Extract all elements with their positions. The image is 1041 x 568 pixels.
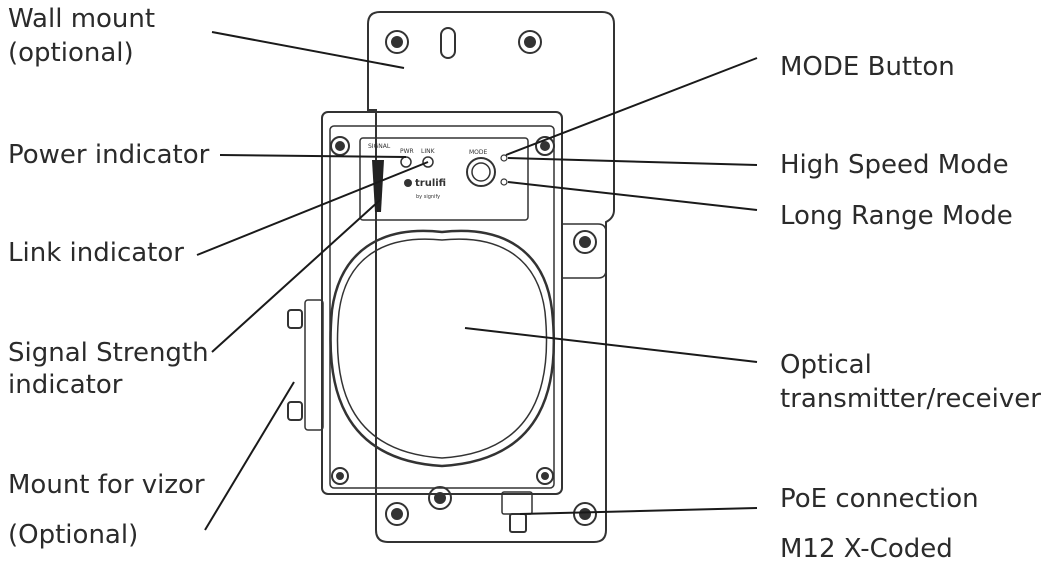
long-range-led bbox=[500, 178, 508, 186]
signal-strength-indicator-label: indicator bbox=[8, 370, 123, 400]
wall-mount-optional-label: (optional) bbox=[8, 38, 134, 68]
mount-vizor-label: Mount for vizor bbox=[8, 470, 205, 500]
panel-brand-sub-text: by signify bbox=[416, 194, 440, 200]
panel-mode-text: MODE bbox=[469, 149, 488, 156]
screws bbox=[330, 27, 597, 526]
signal-strength-bar bbox=[372, 160, 384, 212]
panel-link-text: LINK bbox=[421, 148, 436, 155]
leader-lines bbox=[196, 31, 758, 531]
long-range-mode-label: Long Range Mode bbox=[780, 201, 1013, 231]
mode-button bbox=[466, 157, 496, 187]
device-body bbox=[321, 111, 563, 495]
panel-pwr-text: PWR bbox=[400, 148, 414, 155]
optical-window bbox=[329, 229, 556, 468]
control-panel bbox=[359, 137, 529, 221]
link-indicator-label: Link indicator bbox=[8, 238, 184, 268]
link-led bbox=[422, 156, 434, 168]
high-speed-led bbox=[500, 154, 508, 162]
pwr-led bbox=[400, 156, 412, 168]
panel-internals: SIGNAL PWR LINK MODE trulifi by signify bbox=[368, 143, 508, 212]
wall-mount-plate bbox=[367, 11, 615, 543]
mode-button-label: MODE Button bbox=[780, 52, 955, 82]
wall-mount-label: Wall mount bbox=[8, 4, 156, 34]
optical-label: Optical bbox=[780, 350, 872, 380]
power-indicator-label: Power indicator bbox=[8, 140, 210, 170]
transmitter-receiver-label: transmitter/receiver bbox=[780, 384, 1041, 414]
brand-logo-icon bbox=[404, 179, 412, 187]
signal-strength-label: Signal Strength bbox=[8, 338, 209, 368]
mount-vizor-optional-label: (Optional) bbox=[8, 520, 139, 550]
panel-signal-text: SIGNAL bbox=[368, 143, 391, 150]
panel-brand-text: trulifi bbox=[415, 178, 446, 189]
high-speed-mode-label: High Speed Mode bbox=[780, 150, 1009, 180]
poe-connection-label: PoE connection bbox=[780, 484, 979, 514]
m12-label: M12 X-Coded bbox=[780, 534, 953, 564]
